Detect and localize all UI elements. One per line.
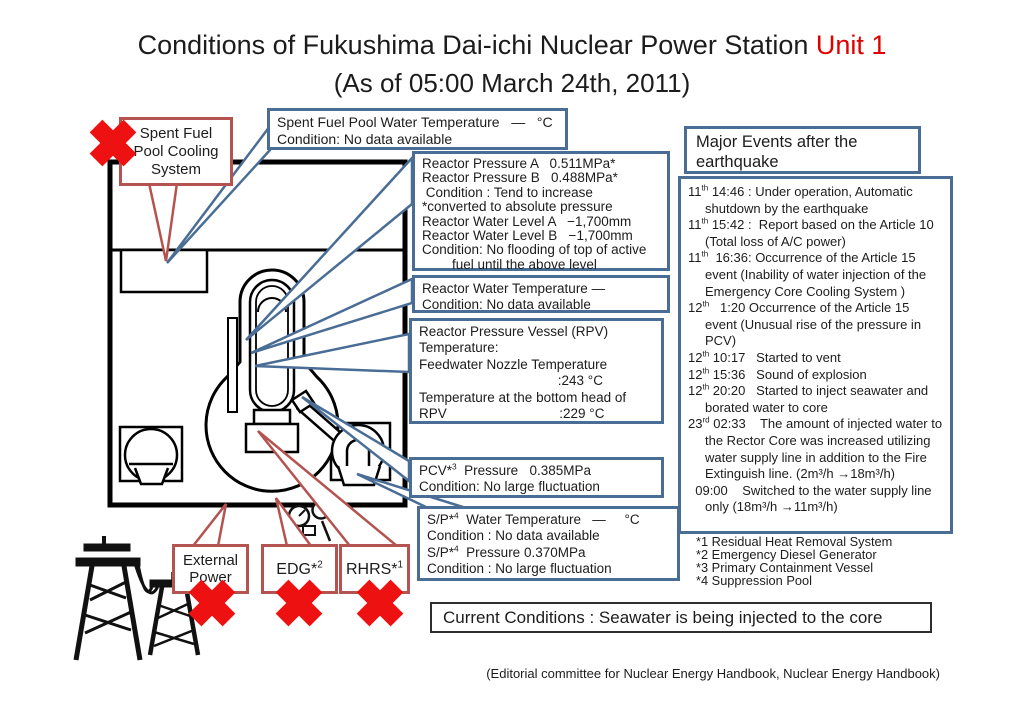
left-torus <box>118 425 184 486</box>
page-subtitle: (As of 05:00 March 24th, 2011) <box>333 68 691 98</box>
major-events-list-box: 11th 14:46 : Under operation, Automatic … <box>678 176 953 534</box>
major-events-title-box: Major Events after the earthquake <box>684 126 921 174</box>
pointer-external-power <box>190 503 228 548</box>
x-icon-external-power <box>188 579 236 627</box>
footnotes: *1 Residual Heat Removal System*2 Emerge… <box>696 534 893 588</box>
shield-wall <box>227 317 238 413</box>
rpv-pedestal <box>244 408 300 454</box>
credit-line: (Editorial committee for Nuclear Energy … <box>486 666 940 681</box>
reactor-water-temp-box: Reactor Water Temperature —Condition: No… <box>412 275 670 313</box>
current-conditions-box: Current Conditions : Seawater is being i… <box>430 602 932 633</box>
rhrs-label: RHRS*1 <box>339 544 410 594</box>
x-icon-spent-fuel-cooling <box>89 119 137 167</box>
page-title: Conditions of Fukushima Dai-ichi Nuclear… <box>137 30 887 60</box>
x-icon-edg <box>275 579 323 627</box>
blue-leader-wedges <box>166 122 467 510</box>
reactor-pressure-box: Reactor Pressure A 0.511MPa*Reactor Pres… <box>412 151 670 271</box>
rpv-temperature-box: Reactor Pressure Vessel (RPV)Temperature… <box>409 318 664 424</box>
x-icon-rhrs <box>356 579 404 627</box>
